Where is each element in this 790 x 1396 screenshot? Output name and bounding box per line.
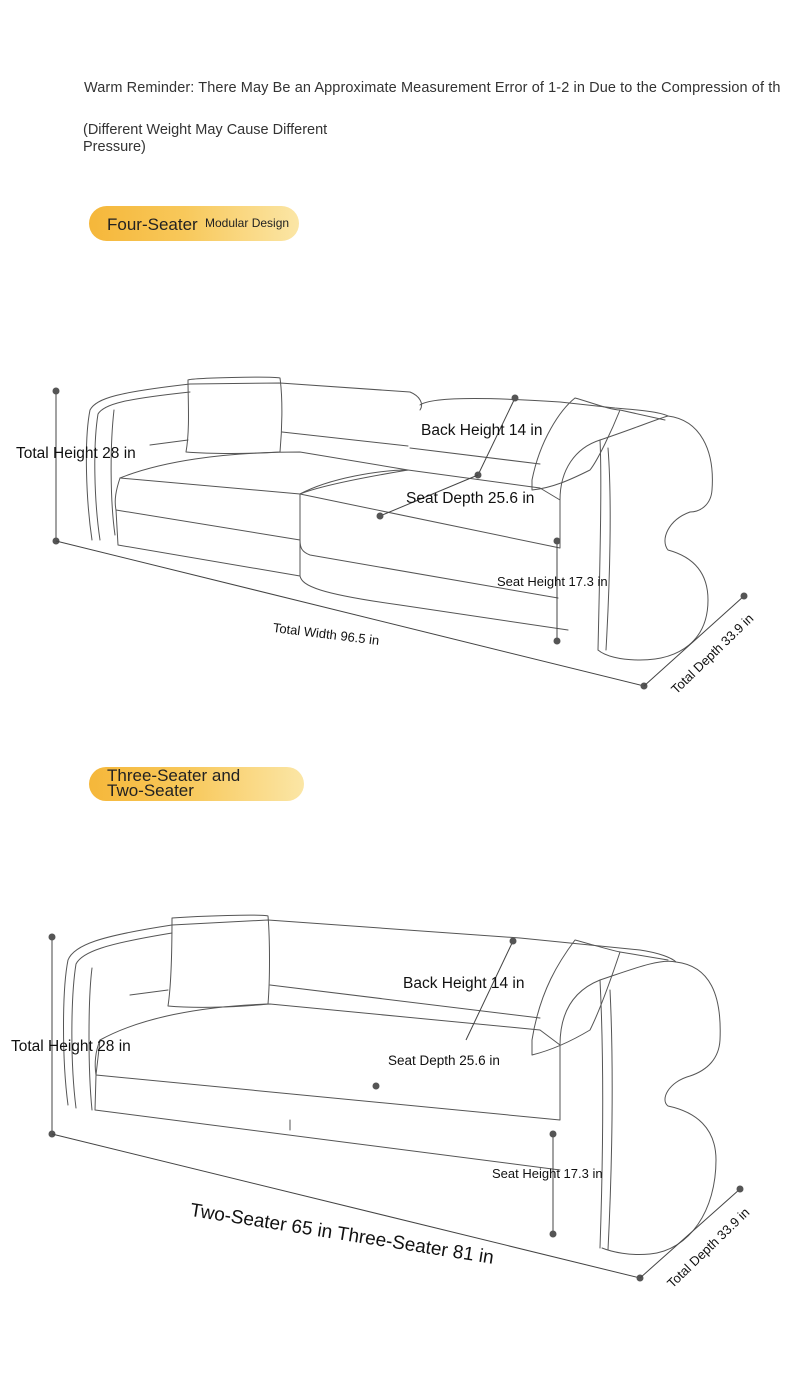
three-two-seater-badge: Three-Seater and Two-Seater [89, 767, 304, 801]
three-two-seater-dimension-lines [48, 933, 744, 1282]
four-seater-title: Four-Seater [107, 215, 198, 234]
total-height-label-2: Total Height 28 in [11, 1038, 131, 1055]
three-two-seater-title: Three-Seater and Two-Seater [107, 766, 241, 800]
measurement-reminder: Warm Reminder: There May Be an Approxima… [84, 80, 781, 96]
seat-depth-label: Seat Depth 25.6 in [406, 490, 535, 507]
back-height-label-2: Back Height 14 in [403, 975, 525, 992]
three-two-seater-sofa-sketch [63, 914, 721, 1255]
four-seater-sofa-sketch [85, 376, 713, 661]
weight-note: (Different Weight May Cause Different Pr… [83, 122, 328, 155]
modular-design-subtitle: Modular Design [205, 216, 290, 230]
seat-depth-label-2: Seat Depth 25.6 in [388, 1053, 500, 1068]
seat-height-label: Seat Height 17.3 in [497, 574, 608, 589]
four-seater-dimension-lines [52, 387, 748, 690]
total-height-label: Total Height 28 in [16, 445, 136, 462]
seat-height-label-2: Seat Height 17.3 in [492, 1166, 603, 1181]
back-height-label: Back Height 14 in [421, 422, 543, 439]
four-seater-badge: Four-Seater Modular Design [89, 206, 299, 241]
